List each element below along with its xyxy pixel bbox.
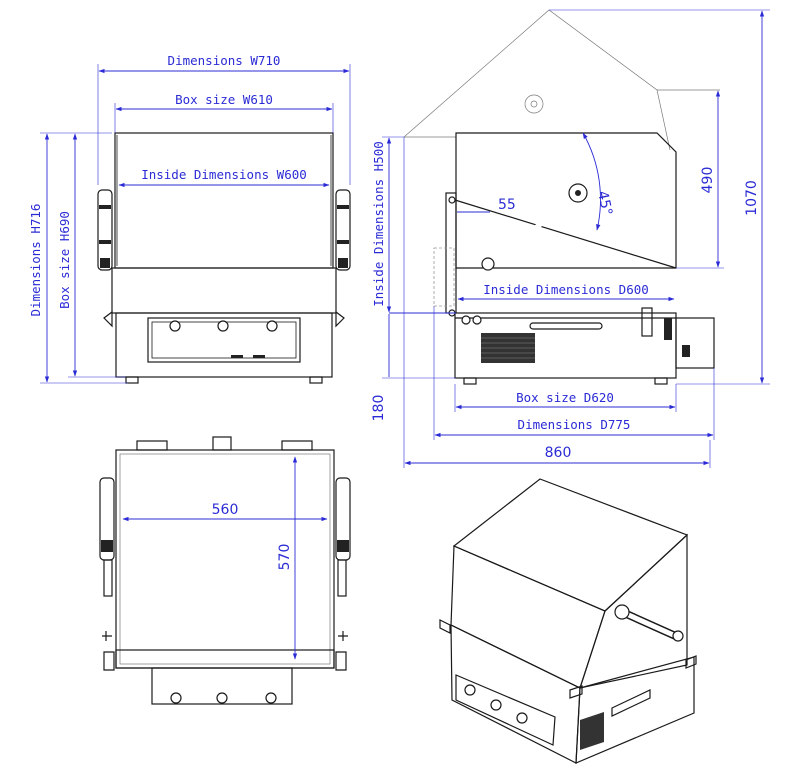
- top-lid: [115, 449, 335, 669]
- front-lid: [114, 132, 334, 269]
- isometric-view: [439, 478, 697, 764]
- front-latch-right: [335, 310, 345, 328]
- dim-side-offset: 55: [498, 197, 516, 213]
- front-base-upper: [111, 267, 337, 314]
- dim-side-angle: 45°: [594, 190, 615, 218]
- dim-top-width: 560: [212, 502, 239, 518]
- front-knob-2: [217, 320, 229, 332]
- front-control-panel: [147, 317, 301, 363]
- dim-side-total-height: 1070: [744, 180, 760, 216]
- dim-front-height: Dimensions H716: [28, 204, 43, 317]
- dim-side-box-depth: Box size D620: [516, 390, 614, 405]
- dim-front-width: Dimensions W710: [168, 53, 281, 68]
- iso-lid-side: [579, 533, 688, 689]
- dim-front-inside-width: Inside Dimensions W600: [141, 167, 307, 182]
- iso-handle: [611, 689, 651, 717]
- front-latch-left: [103, 310, 113, 328]
- dim-front-box-height: Box size H690: [57, 211, 72, 309]
- iso-lid-front: [450, 545, 606, 689]
- side-open-lid-port: [524, 94, 544, 114]
- front-view: Dimensions W710 Box size W610 Inside Dim…: [28, 53, 351, 384]
- front-knob-3: [266, 320, 278, 332]
- front-foot-left: [125, 376, 139, 384]
- dim-top-depth: 570: [277, 544, 293, 571]
- side-latch: [641, 307, 653, 337]
- front-gas-strut-right: [335, 189, 351, 271]
- dim-side-inside-depth: Inside Dimensions D600: [483, 282, 649, 297]
- dim-side-lid-drop: 490: [700, 167, 716, 194]
- iso-gas-strut: [614, 604, 684, 642]
- top-gas-strut-left: [99, 477, 115, 597]
- dim-front-box-width: Box size W610: [175, 92, 273, 107]
- side-view: 45° 55 490 1070 Inside Dimensions H500 I…: [371, 9, 770, 468]
- top-control-panel: [151, 667, 293, 705]
- iso-lid-top: [452, 478, 689, 612]
- dim-side-leg-height: 180: [371, 395, 387, 422]
- front-knob-1: [169, 320, 181, 332]
- iso-control-panel: [455, 674, 556, 746]
- front-foot-right: [309, 376, 323, 384]
- top-gas-strut-right: [335, 477, 351, 597]
- top-view: 560 570: [99, 436, 351, 705]
- front-gas-strut-left: [97, 189, 113, 271]
- dim-side-total-depth: 860: [545, 445, 572, 461]
- dim-side-inside-height: Inside Dimensions H500: [371, 141, 386, 307]
- iso-vent: [580, 712, 604, 750]
- side-handle: [529, 322, 603, 330]
- side-gas-strut: [481, 183, 588, 271]
- iso-base-side: [575, 656, 695, 764]
- side-lid-closed: [455, 132, 677, 269]
- side-rear-box: [675, 317, 715, 369]
- dim-side-depth: Dimensions D775: [518, 417, 631, 432]
- front-base-body: [115, 312, 333, 378]
- side-lid-open-outline: [403, 9, 671, 151]
